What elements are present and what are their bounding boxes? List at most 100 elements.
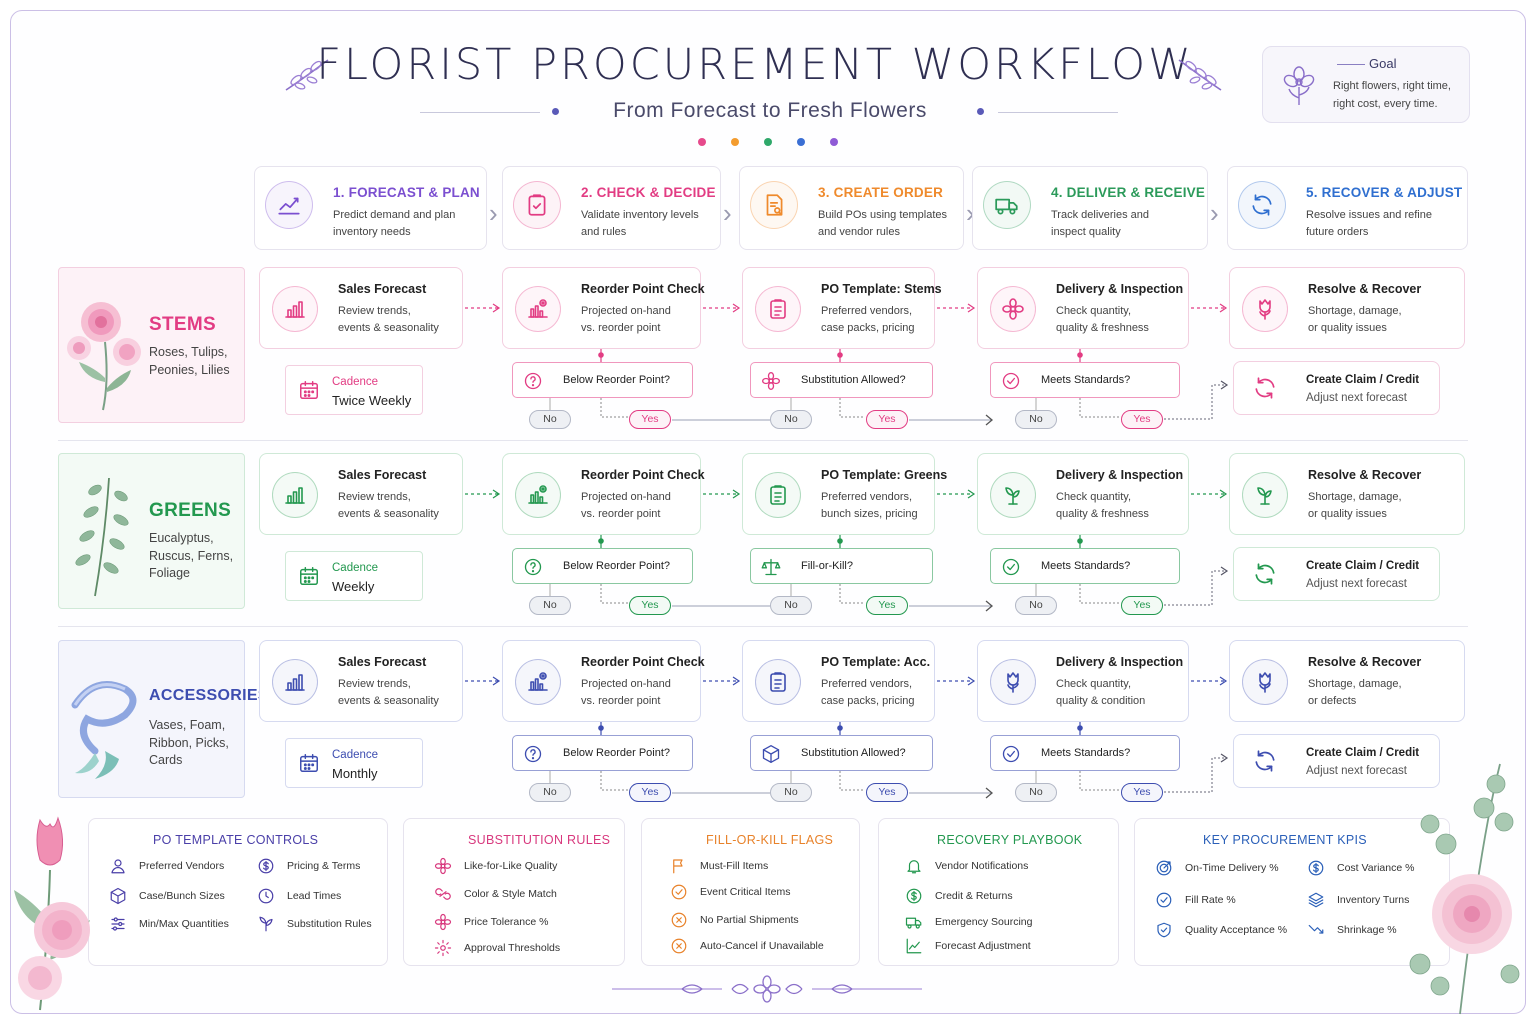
cadence-value: Weekly (332, 579, 375, 594)
question-icon (523, 371, 543, 391)
node-description: Review trends,events & seasonality (338, 676, 439, 710)
node-desc-line: Check quantity, (1056, 491, 1132, 503)
leaf-icon (257, 915, 275, 933)
clipboard-list-icon (755, 472, 801, 518)
node-title: Resolve & Recover (1308, 655, 1422, 669)
panel-item-label: Emergency Sourcing (935, 916, 1033, 928)
node-title: Delivery & Inspection (1056, 468, 1184, 482)
panel-item-label: Must-Fill Items (700, 860, 769, 872)
cadence-label: Cadence (332, 376, 379, 388)
clipboard-check-icon (513, 181, 561, 229)
decision-box[interactable]: Below Reorder Point? (512, 548, 693, 584)
category-items: Eucalyptus, Ruscus, Ferns, Foliage (149, 531, 234, 580)
decision-box[interactable]: Meets Standards? (990, 548, 1180, 584)
node-desc-line: case packs, pricing (821, 322, 915, 334)
lane-separator (58, 440, 1468, 441)
step-title-text: FORECAST & PLAN (348, 185, 480, 200)
decision-box[interactable]: Substitution Allowed? (750, 735, 933, 771)
gear-icon (434, 939, 452, 957)
node-desc-line: Preferred vendors, (821, 305, 913, 317)
decision-box[interactable]: Substitution Allowed? (750, 362, 933, 398)
question-icon (523, 744, 543, 764)
node-desc-line: Projected on-hand (581, 491, 671, 503)
bar-target-icon (515, 472, 561, 518)
node-description: Check quantity,quality & freshness (1056, 303, 1149, 337)
accessories-illustration-icon (65, 655, 145, 783)
workflow-node[interactable]: PO Template: Acc.Preferred vendors,case … (742, 640, 935, 722)
node-title: Resolve & Recover (1308, 468, 1422, 482)
step-title: 3. CREATE ORDER (818, 185, 943, 200)
bar-target-icon (515, 659, 561, 705)
decision-box[interactable]: Below Reorder Point? (512, 735, 693, 771)
node-desc-line: Projected on-hand (581, 305, 671, 317)
yes-pill: Yes (629, 783, 671, 802)
decision-text: Substitution Allowed? (801, 747, 906, 759)
eucalyptus-dahlia-bouquet-icon (1409, 763, 1520, 1015)
yes-pill: Yes (866, 783, 908, 802)
step-number: 3. (818, 185, 830, 200)
panel-title: RECOVERY PLAYBOOK (937, 833, 1083, 847)
panel-item-label: Pricing & Terms (287, 860, 361, 872)
no-pill: No (529, 410, 571, 429)
node-title: PO Template: Acc. (821, 655, 931, 669)
calendar-icon (298, 565, 320, 587)
panel-title: SUBSTITUTION RULES (468, 833, 611, 847)
decision-box[interactable]: Meets Standards? (990, 362, 1180, 398)
node-title: Sales Forecast (338, 655, 427, 669)
node-desc-line: Projected on-hand (581, 678, 671, 690)
yes-pill: Yes (1121, 410, 1163, 429)
yes-pill: Yes (1121, 596, 1163, 615)
step-title-text: RECOVER & ADJUST (1321, 185, 1463, 200)
decision-text: Meets Standards? (1041, 560, 1131, 572)
person-icon (109, 857, 127, 875)
step-description: Predict demand and plan inventory needs (333, 209, 456, 238)
panel-item-label: Quality Acceptance % (1185, 924, 1288, 936)
color-dot (731, 138, 739, 146)
page-subtitle: From Forecast to Fresh Flowers (613, 99, 927, 122)
category-items: Vases, Foam, Ribbon, Picks, Cards (149, 718, 229, 767)
decision-box[interactable]: Below Reorder Point? (512, 362, 693, 398)
node-desc-line: Shortage, damage, (1308, 491, 1402, 503)
node-title: Reorder Point Check (581, 282, 705, 296)
node-description: Shortage, damage,or defects (1308, 676, 1402, 710)
decision-box[interactable]: Fill-or-Kill? (750, 548, 933, 584)
step-number: 5. (1306, 185, 1318, 200)
category-name: STEMS (149, 314, 216, 335)
yes-pill: Yes (629, 596, 671, 615)
check-circle-icon (1001, 371, 1021, 391)
sliders-icon (109, 915, 127, 933)
goal-rule (1337, 64, 1365, 65)
chevron-right-icon: › (966, 198, 975, 228)
floral-ornament-divider-icon (612, 975, 922, 1003)
node-description: Shortage, damage,or quality issues (1308, 489, 1402, 523)
dollar-icon (257, 857, 275, 875)
claim-title: Create Claim / Credit (1306, 374, 1420, 386)
sprout-icon (990, 472, 1036, 518)
panel-item-label: Preferred Vendors (139, 860, 225, 872)
decision-box[interactable]: Meets Standards? (990, 735, 1180, 771)
x-circle-icon (670, 911, 688, 929)
